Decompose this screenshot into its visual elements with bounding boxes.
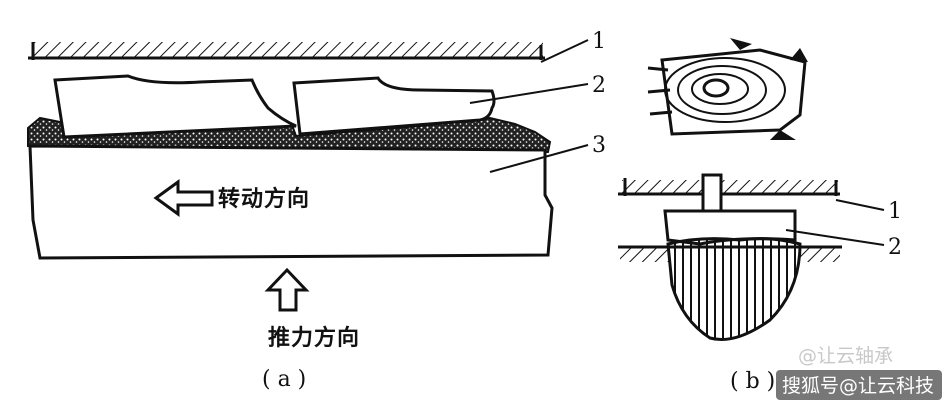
panel-b: 1 2 ( b )	[618, 38, 902, 394]
watermark-text: 搜狐号@让云科技	[782, 375, 934, 397]
watermark: @让云轴承 搜狐号@让云科技	[776, 345, 942, 400]
rotation-arrow-icon	[153, 179, 214, 217]
callout-1-a: 1	[592, 29, 606, 54]
thrust-direction-label: 推力方向	[268, 325, 360, 351]
bearing-pad-left	[53, 74, 297, 139]
rotation-direction-label: 转动方向	[218, 186, 310, 212]
thrust-arrow-icon	[264, 267, 310, 312]
pressure-contour-map	[647, 38, 808, 140]
callout-2-a: 2	[592, 73, 606, 98]
callout-3-a: 3	[592, 133, 606, 158]
watermark-ghost-text: @让云轴承	[798, 345, 893, 367]
panel-a: 1 2 3 转动方向 推力方向 ( a )	[27, 29, 606, 392]
pressure-distribution	[666, 237, 802, 342]
caption-b: ( b )	[730, 369, 775, 394]
caption-a: ( a )	[262, 367, 306, 392]
callout-1-b: 1	[888, 199, 902, 224]
callout-2-b: 2	[888, 235, 902, 260]
housing-top-a	[28, 42, 545, 60]
bearing-pad-right	[292, 76, 496, 136]
